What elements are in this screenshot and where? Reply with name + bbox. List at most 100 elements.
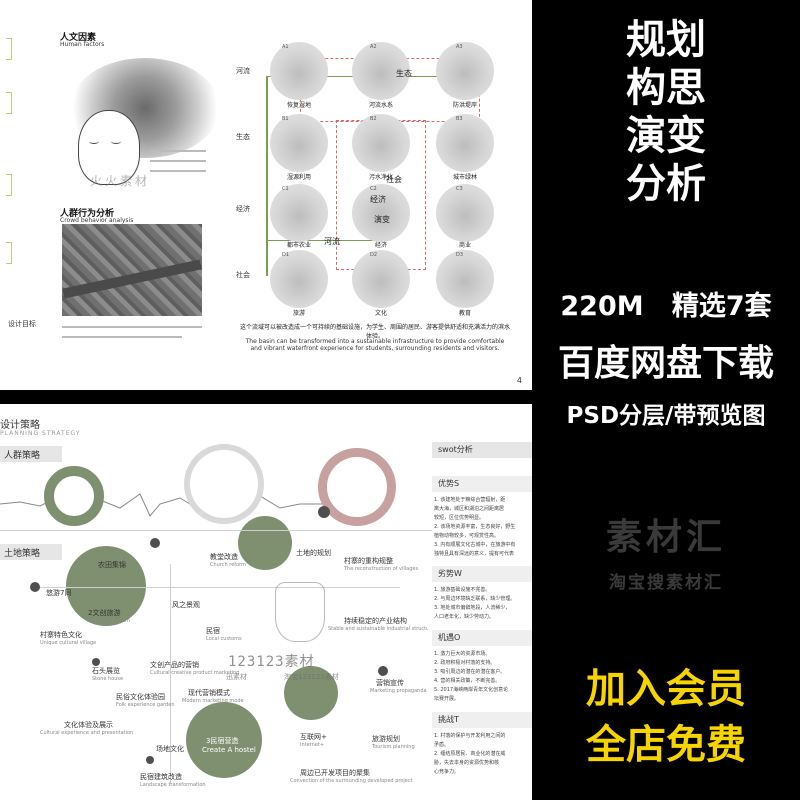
margin-tick <box>6 92 12 114</box>
node-marketing-en: Marketing propaganda <box>370 688 427 694</box>
ring-chart <box>184 444 264 524</box>
row-label-economy: 经济 <box>236 205 250 213</box>
row-label-society: 社会 <box>236 271 250 279</box>
flow-word: 演变 <box>374 215 390 224</box>
node-village-culture: 村寨特色文化 <box>40 631 82 639</box>
cell-label: 污水净化 <box>368 174 393 181</box>
divider-line <box>0 530 432 531</box>
node-industry: 持续稳定的产业结构 <box>344 617 407 625</box>
swot-line: 离大海，城区和湖泊之间距离居 <box>434 506 505 512</box>
swot-line: 3. 地处城市偏僻地段，人流稀少， <box>434 605 511 611</box>
node-dot <box>150 538 160 548</box>
green-circle <box>186 702 262 778</box>
strategy-subtitle: PLANNING STRATEGY <box>0 430 81 437</box>
section-header-land: 土地策略 <box>0 544 62 560</box>
summary-en: The basin can be transformed into a sust… <box>245 338 505 352</box>
cell-code: C3 <box>456 186 463 192</box>
node-culture-show-en: Cultural experience and presentation <box>40 730 134 736</box>
node-stone-house: 石头展览 <box>92 667 120 675</box>
node-creative-tourism: 2文创旅游 <box>88 609 121 617</box>
node-homestay-en: Local customs <box>206 636 242 642</box>
swot-line: 4. 营的相关政策，不断完善。 <box>434 678 501 684</box>
crowd-analysis-subtitle: Crowd behavior analysis <box>60 217 134 224</box>
node-dot <box>146 756 154 764</box>
node-dot <box>378 666 388 676</box>
node-surrounding-projects: 周边已开发项目的聚集 <box>300 769 370 777</box>
row-label-river: 河流 <box>236 67 250 75</box>
watermark-text: 火火素材 <box>90 174 151 188</box>
swot-line: 1. 激力巨大的资源市场。 <box>434 651 491 657</box>
swot-weakness-head: 劣势W <box>432 566 532 582</box>
grid-cell-image <box>436 184 494 242</box>
node-modern-marketing-en: Modern marketing mode <box>182 698 244 704</box>
planning-board-top: 人文因素 Human factors 火火素材 人群行为分析 Crowd beh… <box>0 0 532 390</box>
node-product-marketing-en: Cultural creative product marketing <box>150 670 240 676</box>
node-hostel-renovation-en: Landscape transformation <box>140 782 206 788</box>
swot-line: 2. 与周边环境缺乏联系，缺少管理。 <box>434 596 516 602</box>
cell-code: B3 <box>456 116 463 122</box>
node-land-planning: 土地的规划 <box>296 549 331 557</box>
planning-board-bottom: 设计策略 PLANNING STRATEGY 人群策略 土地策略 农田集锦 教堂… <box>0 404 532 800</box>
node-creative-tourism-en: Creative Tourism <box>88 618 130 624</box>
node-modern-marketing: 现代营销模式 <box>188 689 230 697</box>
swot-line: 5. 2017海峡两岸青年文化创意论 <box>434 687 509 693</box>
grid-cell-image <box>436 250 494 308</box>
cell-label: 文化 <box>374 310 387 317</box>
cell-label: 防洪堤岸 <box>452 102 477 109</box>
grid-cell-image <box>352 250 410 308</box>
watermark-site: 迅素材 <box>226 673 247 681</box>
green-circle <box>66 546 146 626</box>
summary-cn: 这个流域可以被改造成一个可持续的基础设施，为学生、周围的居民、游客提供舒适和充满… <box>240 324 511 340</box>
node-village-rebuild-en: The reconstruction of villages <box>344 566 419 572</box>
swot-line: 1. 该建地处于粮综合营辐射，距 <box>434 497 506 503</box>
node-stone-house-en: Stone house <box>92 676 124 682</box>
grid-cell-image <box>436 42 494 100</box>
cell-label: 教育 <box>458 310 471 317</box>
node-tourism-planning: 旅游规划 <box>372 735 400 743</box>
grid-cell-image <box>270 184 328 242</box>
swot-line: 人口老年化，缺少劳动力。 <box>434 614 495 620</box>
cell-code: C1 <box>282 186 289 192</box>
node-surrounding-projects-en: Convection of the surrounding developed … <box>290 778 413 784</box>
node-marketing: 营销宣传 <box>376 679 404 687</box>
connector-line <box>266 240 386 241</box>
text-placeholder <box>150 160 206 162</box>
node-dot <box>92 658 100 666</box>
node-folk-garden: 民俗文化体验园 <box>116 693 165 701</box>
cell-label: 城市绿林 <box>452 174 477 181</box>
connector-line <box>266 76 268 276</box>
cell-label: 旅游 <box>292 310 305 317</box>
green-circle <box>284 666 338 720</box>
fox-watermark-icon <box>275 582 325 642</box>
design-goal-label: 设计目标 <box>8 320 36 328</box>
grid-cell-image <box>352 114 410 172</box>
brand-logo-text: 素材汇 <box>605 517 726 558</box>
node-wind-landscape: 风之景观 <box>172 601 200 609</box>
ad-title-line: 演变 <box>626 113 706 159</box>
swot-line: 植物动物较多，可观赏性高。 <box>434 533 500 539</box>
swot-strength-head: 优势S <box>432 476 532 492</box>
node-leisure: 悠游7同 <box>46 589 72 597</box>
flow-word: 经济 <box>370 195 386 204</box>
grid-cell-image <box>352 42 410 100</box>
cell-code: A1 <box>282 44 289 50</box>
node-folk-garden-en: Folk experience garden <box>116 702 175 708</box>
cell-code: A2 <box>370 44 377 50</box>
text-placeholder <box>62 326 202 328</box>
ad-format-text: PSD分层/带预览图 <box>566 403 766 429</box>
connector-line <box>40 587 400 588</box>
swot-panel: swot分析 优势S 1. 该建地处于粮综合营辐射，距 离大海，城区和湖泊之间距… <box>432 442 532 800</box>
swot-line: 2. 缠结原居民、商业化的潜在威 <box>434 751 506 757</box>
node-homestay: 民宿 <box>206 627 220 635</box>
margin-tick <box>6 242 12 264</box>
swot-line: 1. 旅游基础设施不完善。 <box>434 587 491 593</box>
watermark-brand: 123123素材 <box>228 654 315 670</box>
grid-cell-image <box>436 114 494 172</box>
node-site-culture: 场地文化 <box>156 745 184 753</box>
ring-chart <box>44 466 104 526</box>
cell-code: B2 <box>370 116 377 122</box>
text-placeholder <box>150 150 206 152</box>
promo-line: 加入会员 <box>586 666 746 712</box>
grid-cell-image <box>352 184 410 242</box>
brand-search-text: 淘宝搜素材汇 <box>609 573 723 593</box>
